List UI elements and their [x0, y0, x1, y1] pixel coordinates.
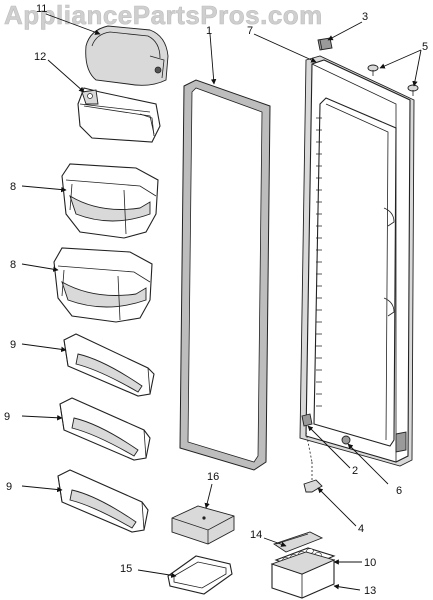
- callout-14: 14: [250, 529, 262, 541]
- callout-1: 1: [206, 25, 212, 37]
- part-14-tray-cover[interactable]: [272, 531, 324, 553]
- part-5-screw-a[interactable]: [367, 64, 379, 76]
- callout-4: 4: [358, 523, 364, 535]
- callout-labels: 11 12 3 7 1 5 8 8 9 9 9 16 14 15 2 6 4 1…: [4, 3, 428, 597]
- part-6-plug[interactable]: [341, 435, 351, 445]
- callout-8-lower: 8: [10, 259, 16, 271]
- bin-rails: [316, 117, 322, 407]
- callout-10: 10: [364, 557, 376, 569]
- callout-12: 12: [34, 51, 46, 63]
- part-4-hinge-bracket[interactable]: [303, 431, 323, 493]
- callout-13: 13: [364, 585, 376, 597]
- callout-6: 6: [396, 485, 402, 497]
- part-3-hinge-cap[interactable]: [317, 37, 333, 51]
- part-9-door-shelf-upper[interactable]: [63, 333, 155, 397]
- callout-2: 2: [352, 465, 358, 477]
- part-1-door-gasket[interactable]: [179, 79, 271, 471]
- callout-16: 16: [207, 471, 219, 483]
- callout-9-upper: 9: [10, 339, 16, 351]
- part-13-bin-housing[interactable]: [270, 551, 336, 599]
- callout-9-middle: 9: [4, 411, 10, 423]
- part-2-door-stop[interactable]: [301, 413, 313, 427]
- part-9-door-shelf-middle[interactable]: [59, 397, 151, 461]
- watermark-text: AppliancePartsPros.com: [4, 0, 323, 30]
- part-9-door-shelf-lower[interactable]: [57, 469, 149, 533]
- callout-15: 15: [120, 563, 132, 575]
- part-5-screw-b[interactable]: [407, 84, 419, 96]
- callout-11: 11: [36, 3, 47, 15]
- callout-5: 5: [422, 41, 428, 53]
- part-7-door-panel[interactable]: [299, 55, 415, 467]
- part-8-door-bin-upper[interactable]: [61, 163, 159, 239]
- callout-8-upper: 8: [10, 181, 16, 193]
- callout-9-lower: 9: [6, 481, 12, 493]
- callout-3: 3: [362, 11, 368, 23]
- leader-lines: [21, 13, 422, 591]
- part-8-door-bin-lower[interactable]: [53, 247, 153, 323]
- callout-7: 7: [247, 25, 253, 37]
- part-11-dairy-door[interactable]: [85, 25, 169, 86]
- part-16-bin-lid[interactable]: [171, 505, 235, 545]
- part-15-tray[interactable]: [167, 555, 233, 595]
- part-12-dairy-bin[interactable]: [77, 87, 161, 143]
